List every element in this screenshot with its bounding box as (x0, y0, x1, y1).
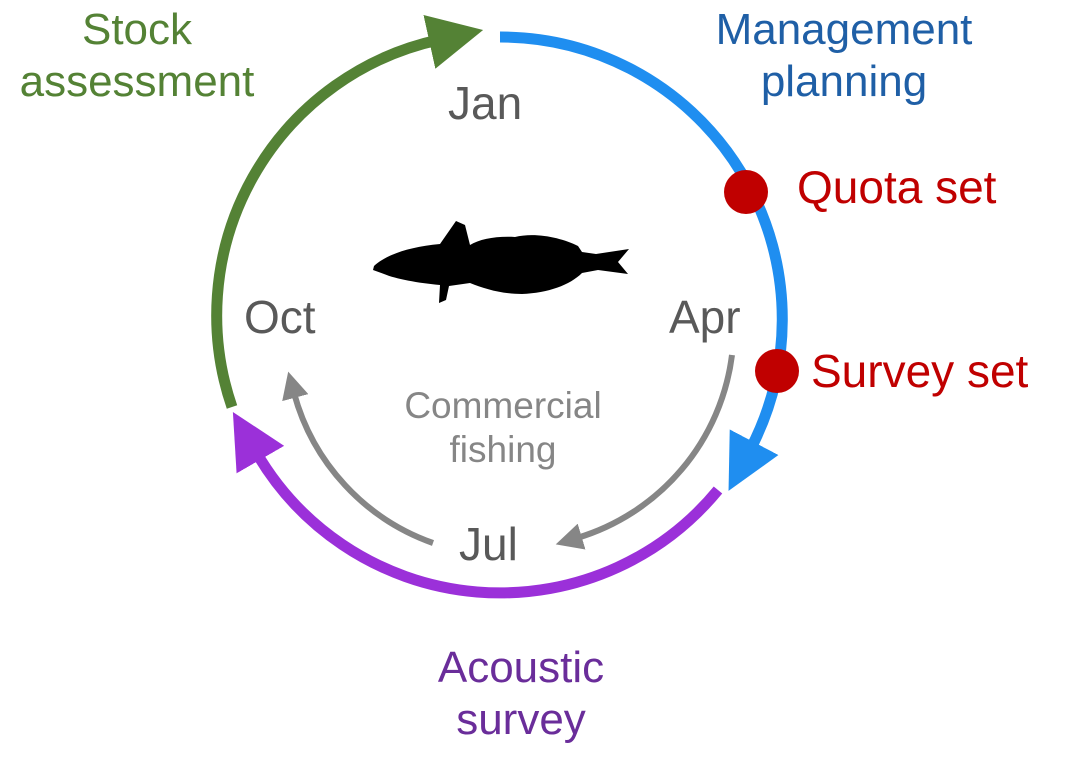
commercial-fishing-arrow-apr-jul (555, 354, 735, 550)
management-planning-label-line1: Management (715, 5, 973, 54)
commercial-fishing-arrow-jul-oct (282, 371, 435, 546)
acoustic-survey-label-line2: survey (456, 694, 586, 744)
quota-set-marker (724, 170, 768, 214)
acoustic-survey-arrow (232, 412, 723, 599)
month-label-jan: Jan (448, 77, 523, 129)
acoustic-survey-label: Acoustic survey (408, 642, 634, 746)
stock-assessment-label-line1: Stock (81, 5, 193, 54)
management-planning-label-line2: planning (760, 56, 928, 106)
stock-assessment-label: Stock assessment (6, 4, 268, 108)
commercial-fishing-label-line2: fishing (449, 428, 557, 470)
stock-assessment-label-line2: assessment (19, 56, 255, 106)
acoustic-survey-label-line1: Acoustic (437, 643, 605, 692)
month-label-jul: Jul (459, 518, 518, 570)
survey-set-marker (755, 349, 799, 393)
management-planning-label: Management planning (690, 4, 998, 108)
quota-set-label: Quota set (797, 161, 997, 213)
fish-silhouette-icon (373, 221, 629, 303)
survey-set-label: Survey set (811, 345, 1029, 397)
commercial-fishing-label-line1: Commercial (404, 385, 602, 426)
month-label-oct: Oct (244, 291, 316, 343)
commercial-fishing-label: Commercial fishing (375, 384, 631, 471)
stock-assessment-arrow (211, 15, 484, 409)
month-label-apr: Apr (669, 291, 741, 343)
